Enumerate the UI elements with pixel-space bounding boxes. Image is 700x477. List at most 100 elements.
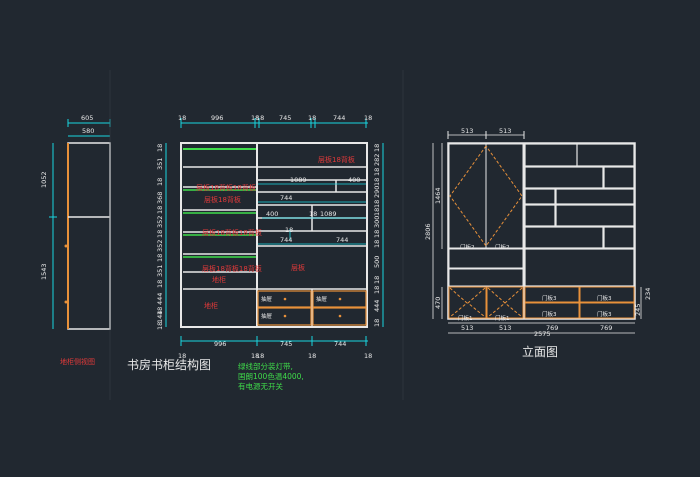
bottom-dim: 18: [178, 352, 186, 360]
drawer-knob: [283, 314, 287, 318]
inner-dim: 400: [348, 176, 360, 184]
door-label: 门板3: [597, 294, 612, 302]
label-floor-cabinet: 地柜: [204, 301, 218, 310]
side-view-caption: 地柜侧视图: [60, 357, 95, 366]
door-label: 门板2: [495, 243, 510, 251]
door-diamond: [449, 145, 523, 247]
bottom-dim: 18: [256, 352, 264, 360]
inner-dim: 744: [280, 194, 292, 202]
right-dim: 18: [373, 200, 381, 208]
right-dim: 290: [373, 186, 381, 198]
top-dim: 18: [308, 114, 316, 122]
dim-1543: 1543: [40, 263, 48, 280]
door-label: 门板2: [460, 243, 475, 251]
elev-top-dim: 513: [461, 127, 473, 135]
note-line-1: 绿线部分装灯带,: [238, 361, 293, 371]
door-label: 门板3: [542, 294, 557, 302]
dim-580: 580: [82, 127, 94, 135]
label-band-1: 层板18背板18背板: [196, 183, 256, 192]
door-label: 门板1: [458, 314, 473, 322]
left-dim: 351: [156, 265, 164, 277]
door-label: 门板3: [597, 310, 612, 318]
right-dim: 18: [373, 168, 381, 176]
bottom-dim: 18: [364, 352, 372, 360]
bottom-dim: 745: [280, 340, 292, 348]
inner-dim: 1089: [290, 176, 307, 184]
top-dim: 745: [279, 114, 291, 122]
bottom-doors: [448, 286, 635, 319]
side-cabinet-outline: [67, 142, 111, 330]
drawer: [312, 307, 367, 326]
bottom-dim: 18: [308, 352, 316, 360]
top-dim: 996: [211, 114, 223, 122]
label-band-2: 层板18背板: [204, 195, 241, 204]
left-dim: 352: [156, 240, 164, 252]
top-dim: 18: [178, 114, 186, 122]
left-dim: 144: [156, 311, 164, 323]
label-drawer: 抽屉: [261, 312, 273, 320]
right-dim: 18: [373, 240, 381, 248]
right-dim: 18: [373, 144, 381, 152]
door-label: 门板3: [542, 310, 557, 318]
door-label: 门板1: [495, 314, 510, 322]
right-dim: 444: [373, 300, 381, 312]
left-dim: 18: [156, 178, 164, 186]
top-dim: 18: [364, 114, 372, 122]
note-line-2: 国朗100色温4000,: [238, 371, 304, 381]
dim-605: 605: [81, 114, 93, 122]
elev-dim: 470: [434, 297, 442, 309]
left-dim: 352: [156, 216, 164, 228]
right-dim: 300: [373, 216, 381, 228]
elev-bottom-dim: 513: [499, 324, 511, 332]
drawer-knob: [283, 297, 287, 301]
drawer-knob: [338, 297, 342, 301]
inner-dim: 1089: [320, 210, 337, 218]
drawer-knob: [338, 314, 342, 318]
label-band-4: 层板18背板18背板: [202, 264, 262, 273]
elev-total-dim: 2575: [534, 330, 551, 338]
right-dim: 18: [373, 178, 381, 186]
dim-1052: 1052: [40, 171, 48, 188]
elev-dim: 1464: [434, 187, 442, 204]
drawer: [257, 290, 312, 308]
elev-bottom-dim: 513: [461, 324, 473, 332]
hinge-dot: [64, 300, 68, 304]
label-drawer: 抽屉: [316, 295, 328, 303]
bottom-dim: 744: [334, 340, 346, 348]
right-dim: 18: [373, 230, 381, 238]
left-dim: 18: [156, 206, 164, 214]
elevation-title: 立面图: [522, 344, 558, 359]
top-dim: 18: [256, 114, 264, 122]
elev-bottom-dim: 769: [600, 324, 612, 332]
structure-title: 书房书柜结构图: [127, 357, 211, 372]
elev-top-dim: 513: [499, 127, 511, 135]
side-view: 605 580 1052 1543 地柜侧视图: [40, 114, 111, 366]
left-dim: 444: [156, 293, 164, 305]
elev-dim: 234: [644, 288, 652, 300]
left-dim: 18: [156, 322, 164, 330]
inner-dim: 18: [309, 210, 317, 218]
right-dim: 18: [373, 208, 381, 216]
structure-frame: [180, 142, 368, 328]
elev-bottom-dim: 769: [546, 324, 558, 332]
label-cabinet-right: 层板: [291, 263, 305, 272]
inner-dim: 744: [336, 236, 348, 244]
hinge-dot: [64, 244, 68, 248]
middle-panel: [448, 248, 524, 269]
right-dim: 18: [373, 286, 381, 294]
staggered-shelves: [524, 143, 635, 287]
inner-dim: 400: [266, 210, 278, 218]
left-dim: 18: [156, 280, 164, 288]
right-dim: 18: [373, 319, 381, 327]
left-dim: 18: [156, 254, 164, 262]
right-dim: 500: [373, 256, 381, 268]
left-dim: 18: [156, 307, 164, 315]
note-line-3: 有电源无开关: [238, 381, 283, 391]
left-dim: 18: [156, 230, 164, 238]
elevation-drawing: 513 513 门板2 门板2: [424, 127, 652, 359]
right-dim: 282: [373, 154, 381, 166]
middle-panel: [448, 268, 524, 287]
elevation-frame: [447, 142, 636, 320]
left-dim: 351: [156, 158, 164, 170]
